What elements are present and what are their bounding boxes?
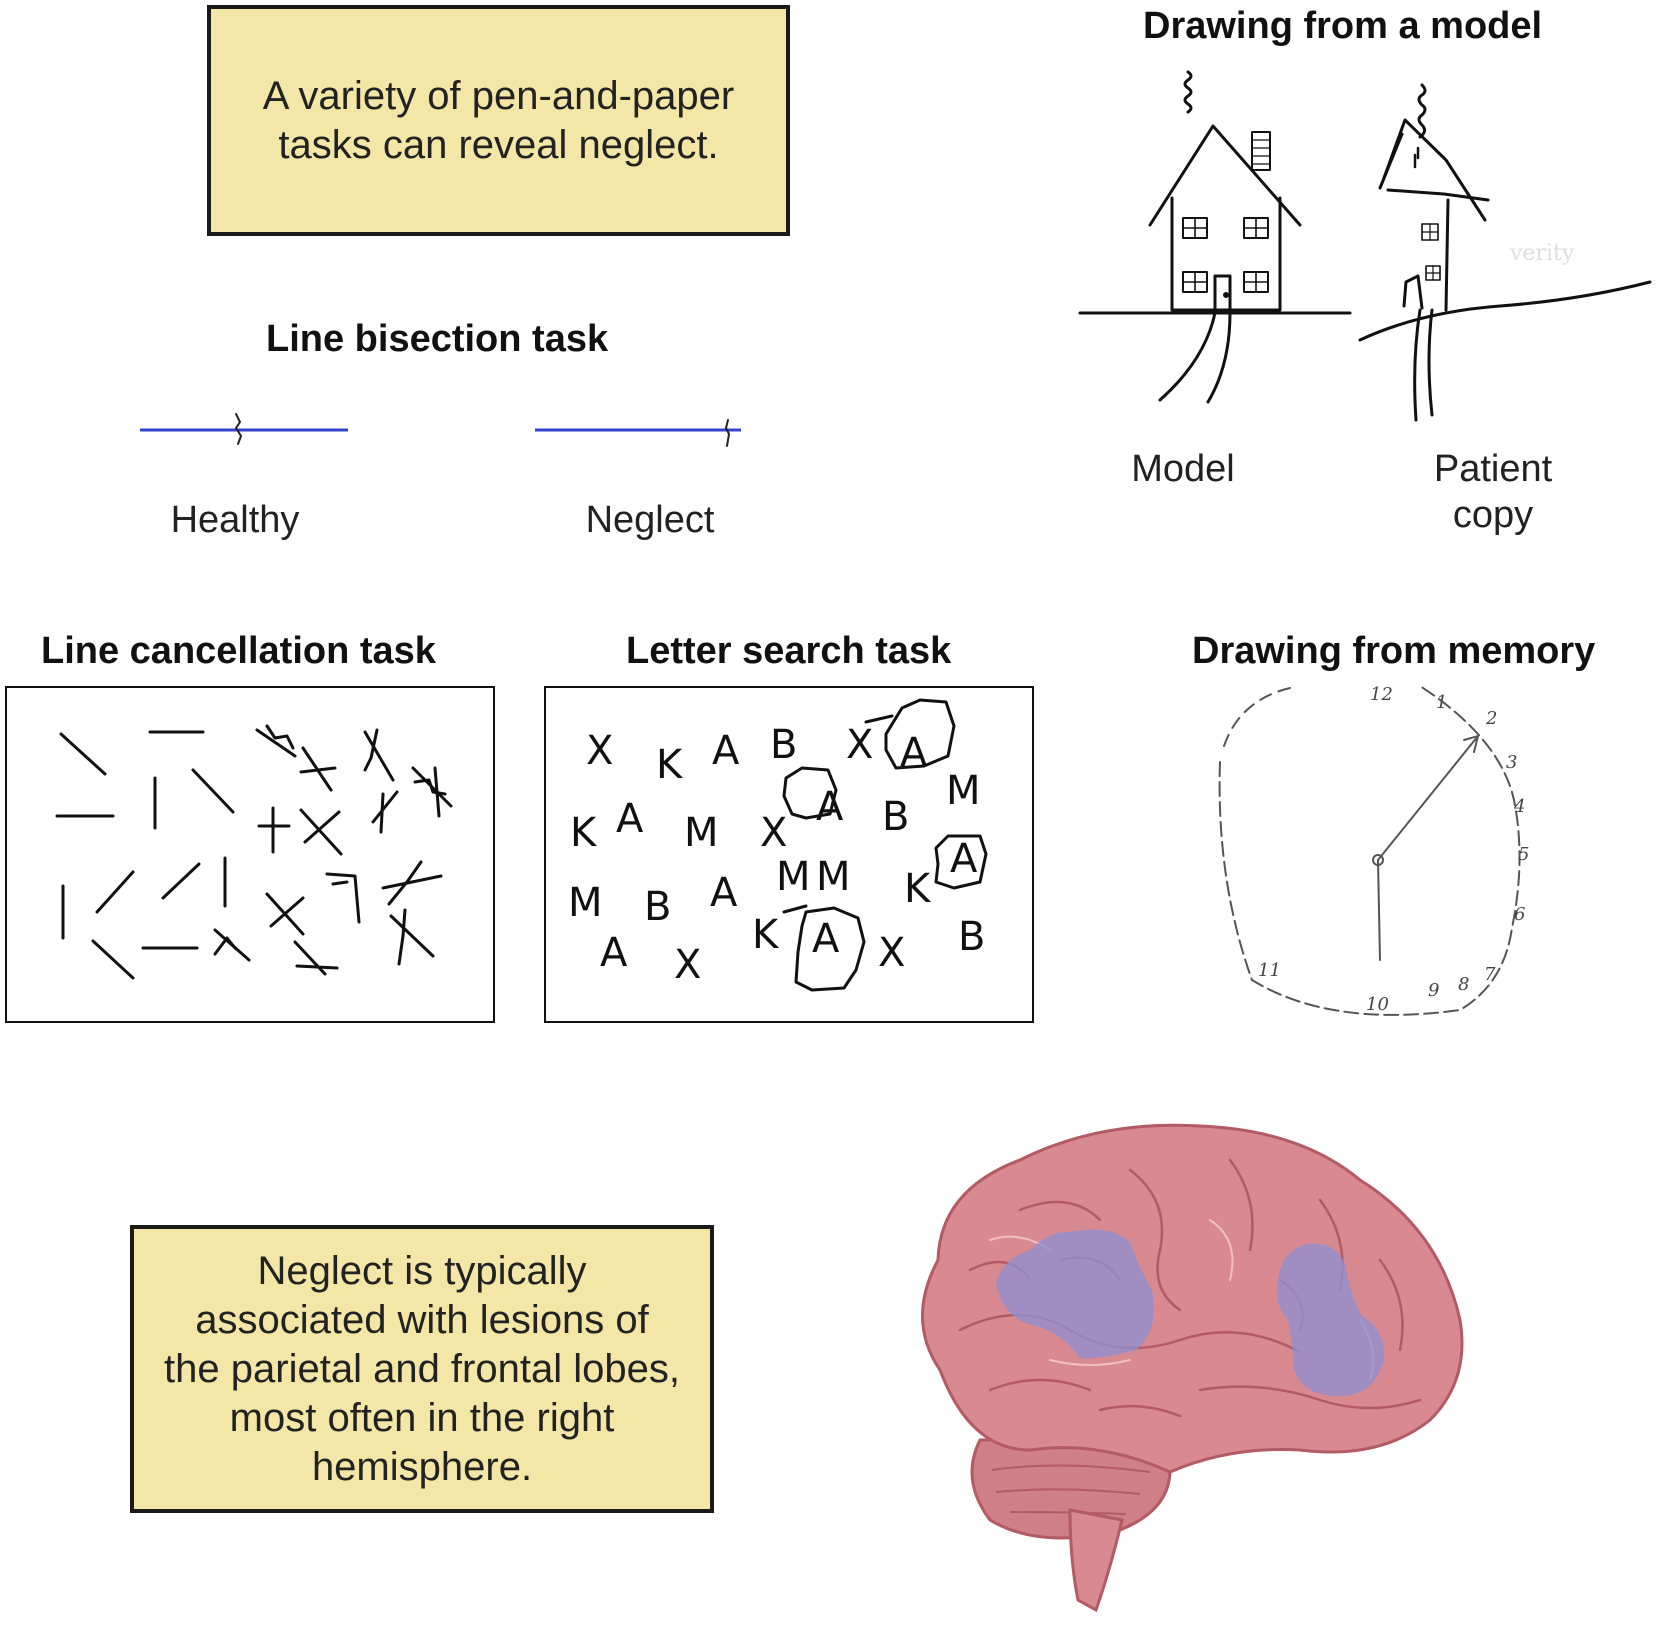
- patient-copy-label: Patient copy: [1433, 448, 1553, 536]
- brain-illustration: [921, 1123, 1464, 1613]
- letter: K: [570, 810, 597, 856]
- healthy-label: Healthy: [170, 499, 300, 541]
- letter: K: [752, 912, 779, 958]
- letter: B: [770, 722, 798, 768]
- clock-number-12: 12: [1370, 684, 1393, 705]
- clock-number-10: 10: [1366, 994, 1389, 1015]
- letter: K: [656, 742, 683, 788]
- letter: A: [710, 870, 738, 916]
- letter: X: [878, 930, 906, 976]
- letter: X: [586, 728, 614, 774]
- bisection-healthy-line: [140, 413, 348, 445]
- letter: A: [712, 728, 740, 774]
- letter-search-letters: X K A B X A M K A M X A B M M B A M K A …: [544, 686, 1034, 1023]
- letter-search-title: Letter search task: [626, 630, 952, 672]
- letter: A: [812, 916, 840, 962]
- lesion-note-text: Neglect is typically associated with les…: [164, 1248, 680, 1489]
- letter: B: [958, 914, 986, 960]
- letter: M: [684, 810, 719, 856]
- letter: M: [776, 854, 811, 900]
- clock-number-1: 1: [1436, 692, 1447, 713]
- clock-number-4: 4: [1513, 796, 1525, 817]
- letter-search-circles: [782, 698, 988, 992]
- clock-number-11: 11: [1258, 960, 1281, 981]
- clock-drawing: 12 1 2 3 4 5 6 7 8 9 10 11: [1218, 684, 1529, 1016]
- lesion-note: Neglect is typically associated with les…: [130, 1225, 714, 1513]
- letter: A: [816, 784, 844, 830]
- letter: A: [616, 796, 644, 842]
- letter: A: [950, 836, 978, 882]
- letter: M: [946, 768, 981, 814]
- line-cancellation-title: Line cancellation task: [41, 630, 436, 672]
- letter: M: [568, 880, 603, 926]
- letter: B: [882, 794, 910, 840]
- drawing-memory-title: Drawing from memory: [1192, 630, 1596, 672]
- clock-number-2: 2: [1485, 708, 1497, 729]
- neglect-label: Neglect: [585, 499, 715, 541]
- line-cancellation-marks: [55, 724, 453, 980]
- letter-search-sheet: [544, 686, 1034, 1023]
- patient-house-drawing: verity: [1358, 83, 1652, 422]
- intro-note-text: A variety of pen-and-paper tasks can rev…: [262, 73, 735, 167]
- letter: B: [644, 884, 672, 930]
- clock-number-3: 3: [1506, 752, 1517, 773]
- clock-number-9: 9: [1428, 980, 1439, 1001]
- lesion-parietal-right: [1277, 1243, 1385, 1397]
- clock-number-5: 5: [1518, 844, 1529, 865]
- faint-background-text: verity: [1509, 241, 1575, 266]
- bisection-neglect-line: [535, 419, 741, 447]
- letter: X: [760, 810, 788, 856]
- letter: K: [904, 866, 931, 912]
- letter: X: [846, 722, 874, 768]
- clock-number-7: 7: [1484, 964, 1496, 985]
- clock-number-8: 8: [1458, 974, 1469, 995]
- line-cancellation-sheet: [5, 686, 495, 1023]
- model-house-drawing: [1078, 70, 1352, 404]
- brain-stem: [1068, 1508, 1124, 1613]
- letter: M: [816, 854, 851, 900]
- lesion-frontal-left: [996, 1229, 1154, 1359]
- drawing-model-title: Drawing from a model: [1143, 5, 1543, 47]
- letter: A: [600, 930, 628, 976]
- model-label: Model: [1131, 448, 1235, 490]
- letter: X: [674, 942, 702, 988]
- intro-note: A variety of pen-and-paper tasks can rev…: [207, 5, 790, 236]
- line-bisection-title: Line bisection task: [266, 318, 609, 360]
- clock-number-6: 6: [1514, 904, 1525, 925]
